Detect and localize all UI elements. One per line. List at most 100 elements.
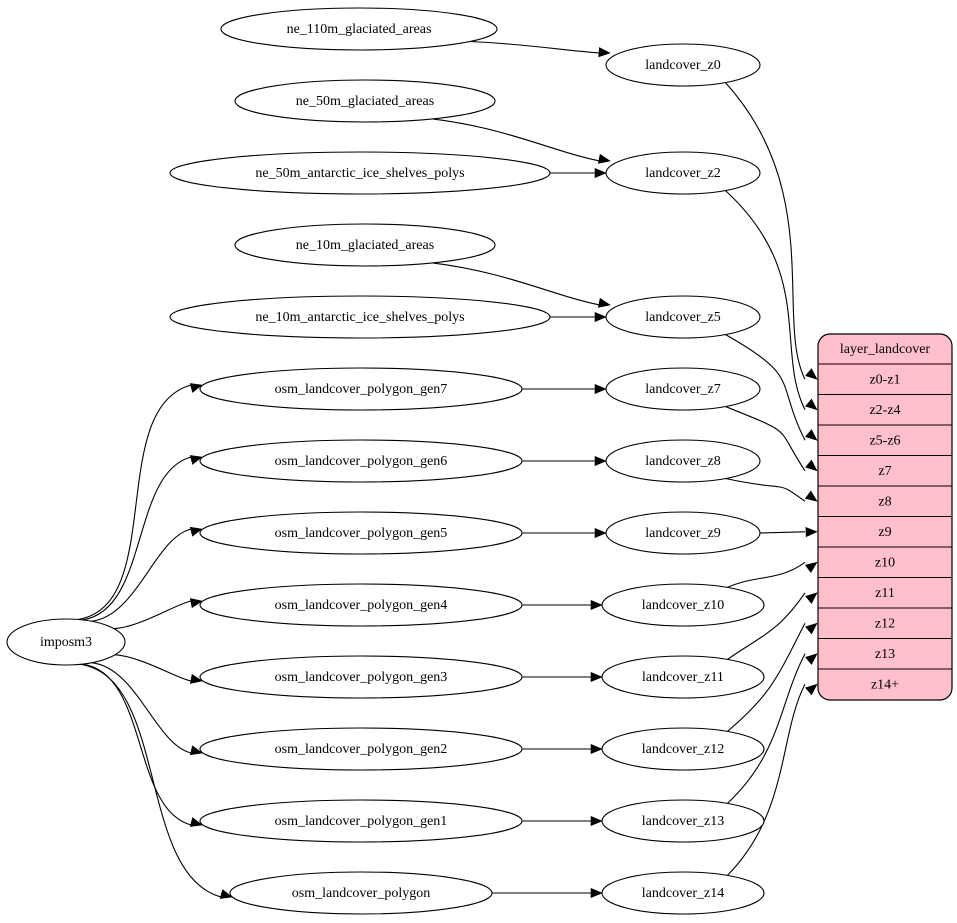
table-row[interactable]	[818, 578, 952, 609]
arrowhead-osm_landcover_polygon_gen6-to-landcover_z8	[594, 455, 607, 467]
arrowhead-ne_50m_antarctic_ice_shelves_polys-to-landcover_z2	[594, 167, 607, 179]
arrowhead-ne_50m_glaciated_areas-to-landcover_z2	[597, 153, 611, 164]
node-osm_landcover_polygon_gen3[interactable]: osm_landcover_polygon_gen3	[199, 655, 523, 699]
arrowhead-landcover_z12-to-table-z12	[805, 622, 818, 635]
edge-landcover_z7-to-table-z7	[725, 405, 806, 472]
node-ellipse	[605, 151, 761, 195]
node-ellipse	[220, 7, 498, 51]
node-ellipse	[605, 367, 761, 411]
node-osm_landcover_polygon_gen4[interactable]: osm_landcover_polygon_gen4	[199, 583, 523, 627]
node-ne_110m_glaciated_areas[interactable]: ne_110m_glaciated_areas	[220, 7, 498, 51]
node-ellipse	[605, 295, 761, 339]
node-ellipse	[601, 727, 765, 771]
node-landcover_z2[interactable]: landcover_z2	[605, 151, 761, 195]
node-ellipse	[169, 151, 551, 195]
node-landcover_z9[interactable]: landcover_z9	[605, 511, 761, 555]
arrowhead-osm_landcover_polygon-to-landcover_z14	[590, 887, 603, 899]
arrowhead-to-osm_landcover_polygon_gen3	[189, 673, 203, 684]
edge-imposm3-to-osm_landcover_polygon	[80, 663, 222, 898]
node-osm_landcover_polygon[interactable]: osm_landcover_polygon	[229, 871, 493, 915]
table-row[interactable]	[818, 517, 952, 548]
arrowhead-landcover_z5-to-table-z5-z6	[805, 429, 818, 441]
arrowhead-landcover_z8-to-table-z8	[804, 490, 818, 502]
node-landcover_z14[interactable]: landcover_z14	[601, 871, 765, 915]
node-imposm3[interactable]: imposm3	[6, 618, 126, 666]
arrowhead-to-osm_landcover_polygon_gen4	[189, 598, 203, 609]
table-row[interactable]	[818, 608, 952, 639]
edge-imposm3-to-osm_landcover_polygon_gen4	[114, 600, 192, 630]
edge-landcover_z5-to-table-z5-z6	[725, 334, 806, 441]
node-ellipse	[605, 439, 761, 483]
edge-imposm3-to-osm_landcover_polygon_gen6	[82, 456, 192, 621]
arrowhead-ne_110m_glaciated_areas-to-landcover_z0	[598, 47, 611, 58]
node-landcover_z5[interactable]: landcover_z5	[605, 295, 761, 339]
node-landcover_z10[interactable]: landcover_z10	[601, 583, 765, 627]
node-osm_landcover_polygon_gen6[interactable]: osm_landcover_polygon_gen6	[199, 439, 523, 483]
arrowhead-landcover_z0-to-table-z0-z1	[805, 368, 818, 380]
edge-landcover_z13-to-table-z13	[727, 653, 806, 804]
edge-imposm3-to-osm_landcover_polygon_gen2	[91, 662, 192, 754]
node-osm_landcover_polygon_gen1[interactable]: osm_landcover_polygon_gen1	[199, 799, 523, 843]
node-osm_landcover_polygon_gen7[interactable]: osm_landcover_polygon_gen7	[199, 367, 523, 411]
node-ellipse	[601, 583, 765, 627]
node-landcover_z13[interactable]: landcover_z13	[601, 799, 765, 843]
arrowhead-ne_10m_glaciated_areas-to-landcover_z5	[597, 297, 611, 308]
arrowhead-osm_landcover_polygon_gen7-to-landcover_z7	[594, 383, 607, 395]
edge-ne_10m_glaciated_areas-to-landcover_z5	[432, 262, 601, 306]
edge-landcover_z0-to-table-z0-z1	[724, 82, 806, 380]
edge-ne_110m_glaciated_areas-to-landcover_z0	[469, 40, 601, 54]
arrowhead-to-osm_landcover_polygon_gen1	[189, 817, 203, 827]
table-row[interactable]	[818, 486, 952, 517]
edge-landcover_z11-to-table-z11	[727, 592, 806, 660]
edge-ne_50m_glaciated_areas-to-landcover_z2	[432, 118, 601, 162]
arrowhead-ne_10m_antarctic_ice_shelves_polys-to-landcover_z5	[594, 311, 607, 323]
arrowhead-landcover_z13-to-table-z13	[805, 653, 818, 665]
node-osm_landcover_polygon_gen5[interactable]: osm_landcover_polygon_gen5	[199, 511, 523, 555]
edge-landcover_z12-to-table-z12	[727, 623, 806, 732]
node-ellipse	[199, 799, 523, 843]
node-ellipse	[199, 439, 523, 483]
arrowhead-osm_landcover_polygon_gen2-to-landcover_z12	[590, 743, 603, 755]
node-ne_10m_glaciated_areas[interactable]: ne_10m_glaciated_areas	[234, 223, 496, 267]
table-row[interactable]	[818, 669, 952, 700]
node-ne_50m_antarctic_ice_shelves_polys[interactable]: ne_50m_antarctic_ice_shelves_polys	[169, 151, 551, 195]
arrowhead-osm_landcover_polygon_gen4-to-landcover_z10	[590, 599, 603, 611]
node-landcover_z11[interactable]: landcover_z11	[601, 655, 765, 699]
table-row[interactable]	[818, 639, 952, 670]
node-ellipse	[199, 655, 523, 699]
arrowhead-landcover_z9-to-table-z9	[805, 527, 818, 538]
node-osm_landcover_polygon_gen2[interactable]: osm_landcover_polygon_gen2	[199, 727, 523, 771]
node-ellipse	[6, 618, 126, 666]
arrowhead-landcover_z11-to-table-z11	[805, 592, 818, 604]
arrowhead-osm_landcover_polygon_gen3-to-landcover_z11	[590, 671, 603, 683]
arrowhead-to-osm_landcover_polygon_gen2	[189, 745, 203, 756]
node-ne_50m_glaciated_areas[interactable]: ne_50m_glaciated_areas	[234, 79, 496, 123]
table-row[interactable]	[818, 364, 952, 395]
node-ellipse	[601, 655, 765, 699]
arrowhead-to-osm_landcover_polygon_gen7	[189, 383, 203, 393]
node-ellipse	[234, 79, 496, 123]
table-row[interactable]	[818, 547, 952, 578]
node-landcover_z0[interactable]: landcover_z0	[605, 43, 761, 87]
arrowhead-osm_landcover_polygon_gen5-to-landcover_z9	[594, 527, 607, 539]
edge-imposm3-to-osm_landcover_polygon_gen5	[91, 528, 192, 622]
node-landcover_z8[interactable]: landcover_z8	[605, 439, 761, 483]
arrowhead-to-osm_landcover_polygon	[219, 889, 233, 899]
node-ellipse	[199, 367, 523, 411]
node-landcover_z12[interactable]: landcover_z12	[601, 727, 765, 771]
edge-landcover_z8-to-table-z8	[725, 477, 806, 502]
node-ne_10m_antarctic_ice_shelves_polys[interactable]: ne_10m_antarctic_ice_shelves_polys	[169, 295, 551, 339]
edges-layer	[77, 40, 818, 899]
node-landcover_z7[interactable]: landcover_z7	[605, 367, 761, 411]
table-row[interactable]	[818, 456, 952, 487]
table-row[interactable]	[818, 425, 952, 456]
table-row[interactable]	[818, 395, 952, 426]
layer-landcover-table[interactable]: layer_landcoverz0-z1z2-z4z5-z6z7z8z9z10z…	[817, 333, 953, 701]
arrowhead-landcover_z14-to-table-z14+	[805, 683, 818, 696]
edge-landcover_z9-to-table-z9	[759, 531, 806, 534]
arrowhead-to-osm_landcover_polygon_gen5	[189, 526, 203, 537]
edge-imposm3-to-osm_landcover_polygon_gen1	[82, 663, 192, 826]
node-ellipse	[169, 295, 551, 339]
